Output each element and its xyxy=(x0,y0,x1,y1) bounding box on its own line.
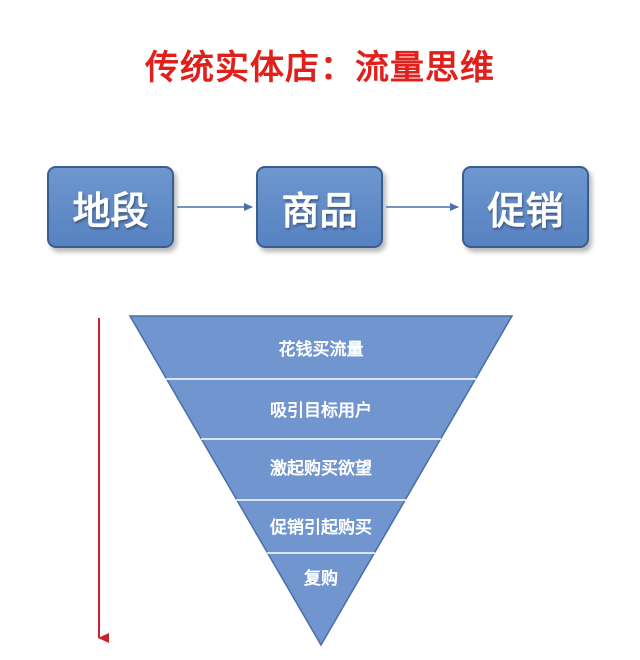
flow-step-product: 商品 xyxy=(256,166,383,248)
funnel-layer-2: 吸引目标用户 xyxy=(270,400,372,421)
funnel-layer-5: 复购 xyxy=(303,568,338,589)
funnel-layer-4: 促销引起购买 xyxy=(269,517,372,538)
funnel-shape xyxy=(128,315,514,647)
funnel-layer-1: 花钱买流量 xyxy=(279,339,364,360)
flow-step-promotion: 促销 xyxy=(462,166,589,248)
funnel-layer-3: 激起购买欲望 xyxy=(270,458,372,479)
page-title: 传统实体店：流量思维 xyxy=(145,48,495,88)
flow-step-location: 地段 xyxy=(47,166,174,248)
